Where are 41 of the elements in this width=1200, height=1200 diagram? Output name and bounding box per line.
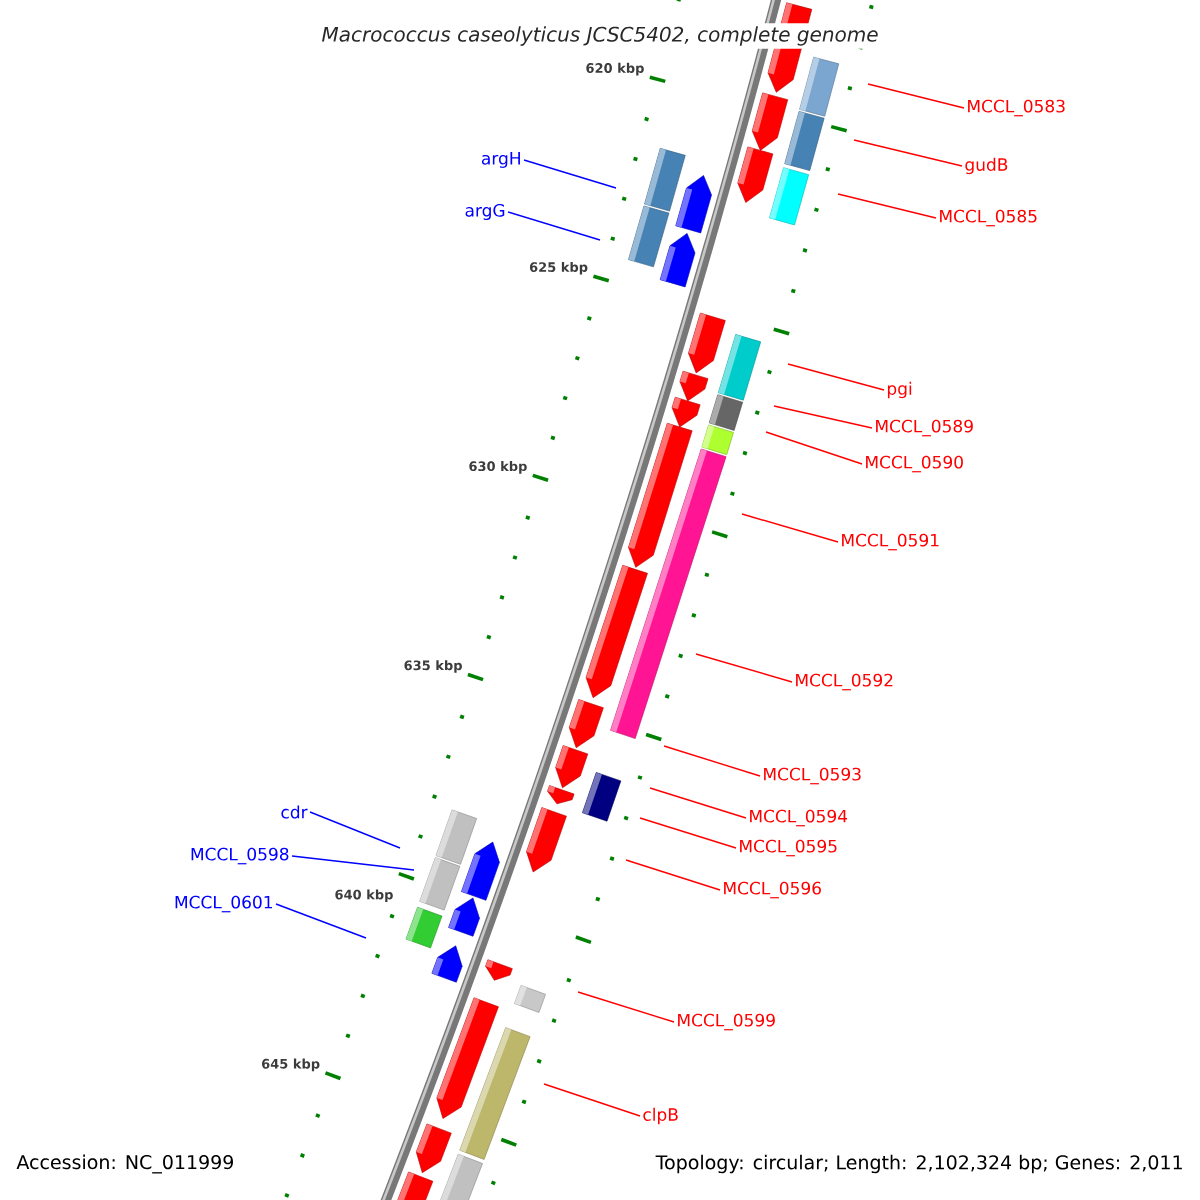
gene-label: MCCL_0596 (724, 881, 821, 899)
leader-line (309, 811, 401, 849)
leader-line (773, 405, 873, 429)
leader-line (543, 1083, 641, 1117)
gene-label: MCCL_0594 (750, 809, 848, 827)
gene-label: MCCL_0583 (968, 99, 1065, 117)
gene-label: argH (481, 152, 520, 168)
gene-label: gudB (965, 157, 1008, 175)
gene-label: MCCL_0585 (940, 209, 1037, 227)
leader-line (523, 159, 617, 189)
leader-line (837, 193, 937, 219)
gene-label: MCCL_0589 (876, 419, 973, 437)
leader-line (649, 787, 747, 819)
gene-label: MCCL_0601 (175, 895, 272, 913)
leader-line (787, 363, 885, 391)
leader-line (695, 653, 793, 683)
leader-line (639, 817, 737, 849)
leader-line (741, 513, 839, 543)
leader-line (291, 855, 415, 871)
gene-label: MCCL_0598 (191, 847, 289, 865)
gene-label: MCCL_0592 (796, 673, 893, 691)
gene-label: MCCL_0591 (842, 533, 939, 551)
gene-label: clpB (643, 1107, 678, 1125)
gene-label: MCCL_0599 (678, 1013, 775, 1031)
accession-label: Accession: NC_011999 (14, 1152, 237, 1176)
gene-label: pgi (887, 381, 912, 399)
leader-line (663, 745, 761, 777)
leader-line (577, 991, 675, 1023)
gene-label: cdr (281, 805, 308, 819)
gene-label: MCCL_0593 (764, 767, 861, 785)
genome-info-label: Topology: circular; Length: 2,102,324 bp; Genes: 2,011 (653, 1152, 1186, 1176)
leader-line (867, 83, 965, 109)
gene-label: MCCL_0595 (740, 839, 837, 857)
gene-label: MCCL_0590 (866, 455, 963, 473)
leader-line (625, 859, 721, 891)
leader-line (765, 431, 863, 465)
leader-line (853, 139, 963, 167)
leader-line (507, 211, 601, 241)
leader-line (275, 903, 367, 939)
title: Macrococcus caseolyticus JCSC5402, complete genome (318, 23, 882, 49)
gene-label: argG (465, 203, 505, 221)
